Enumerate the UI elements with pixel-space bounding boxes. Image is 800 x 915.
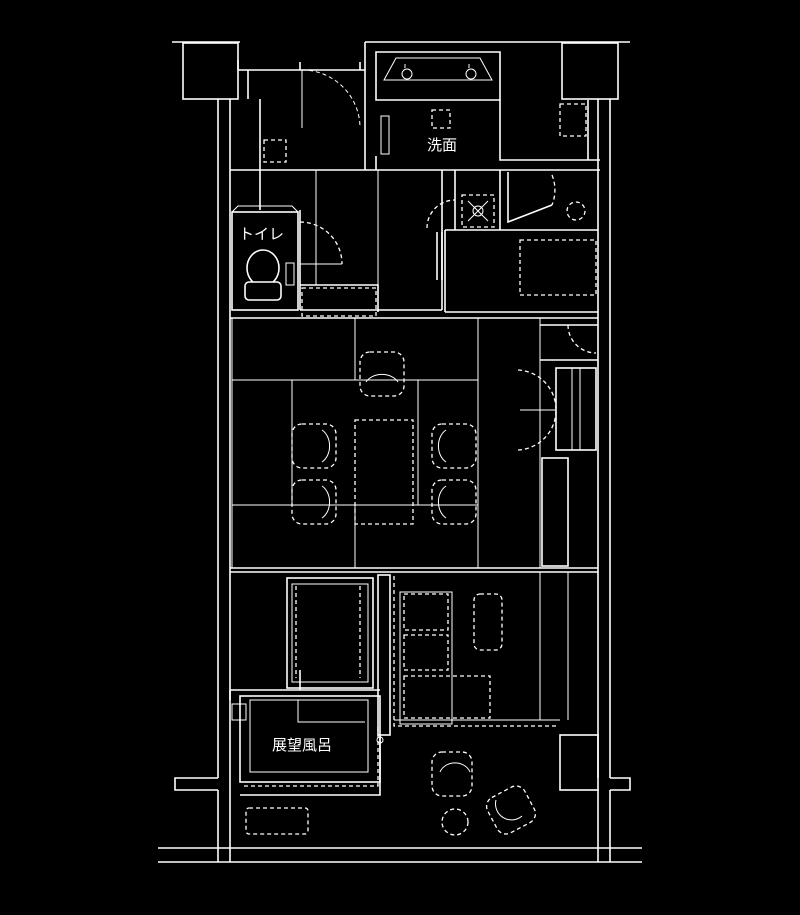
- entry-area: [230, 42, 600, 171]
- room-label-washroom: 洗面: [426, 136, 459, 154]
- washroom: [375, 51, 600, 170]
- exterior-walls: [158, 41, 642, 863]
- room-label-toilet: トイレ: [238, 225, 286, 243]
- shower-block: [426, 170, 598, 313]
- terrace: [240, 735, 537, 836]
- tatami-room: [230, 317, 598, 569]
- toilet-room: [231, 170, 442, 317]
- view-bath: [229, 670, 384, 787]
- lower-living: [230, 571, 598, 736]
- room-label-view-bath: 展望風呂: [271, 736, 334, 754]
